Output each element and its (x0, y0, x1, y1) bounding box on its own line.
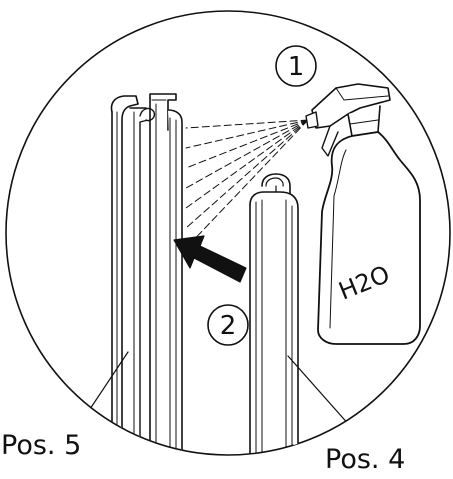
step-badge-2: 2 (207, 304, 249, 346)
step-number-2: 2 (220, 311, 237, 341)
label-pos-4: Pos. 4 (325, 444, 406, 475)
step-badge-1: 1 (275, 45, 317, 87)
spray-bottle (305, 83, 421, 345)
water-spray (185, 119, 309, 249)
label-pos-5: Pos. 5 (1, 430, 82, 461)
step-number-1: 1 (288, 52, 305, 82)
push-arrow (173, 235, 247, 283)
seal-profile-pos4 (249, 173, 299, 455)
seal-profile-pos5 (110, 93, 183, 455)
